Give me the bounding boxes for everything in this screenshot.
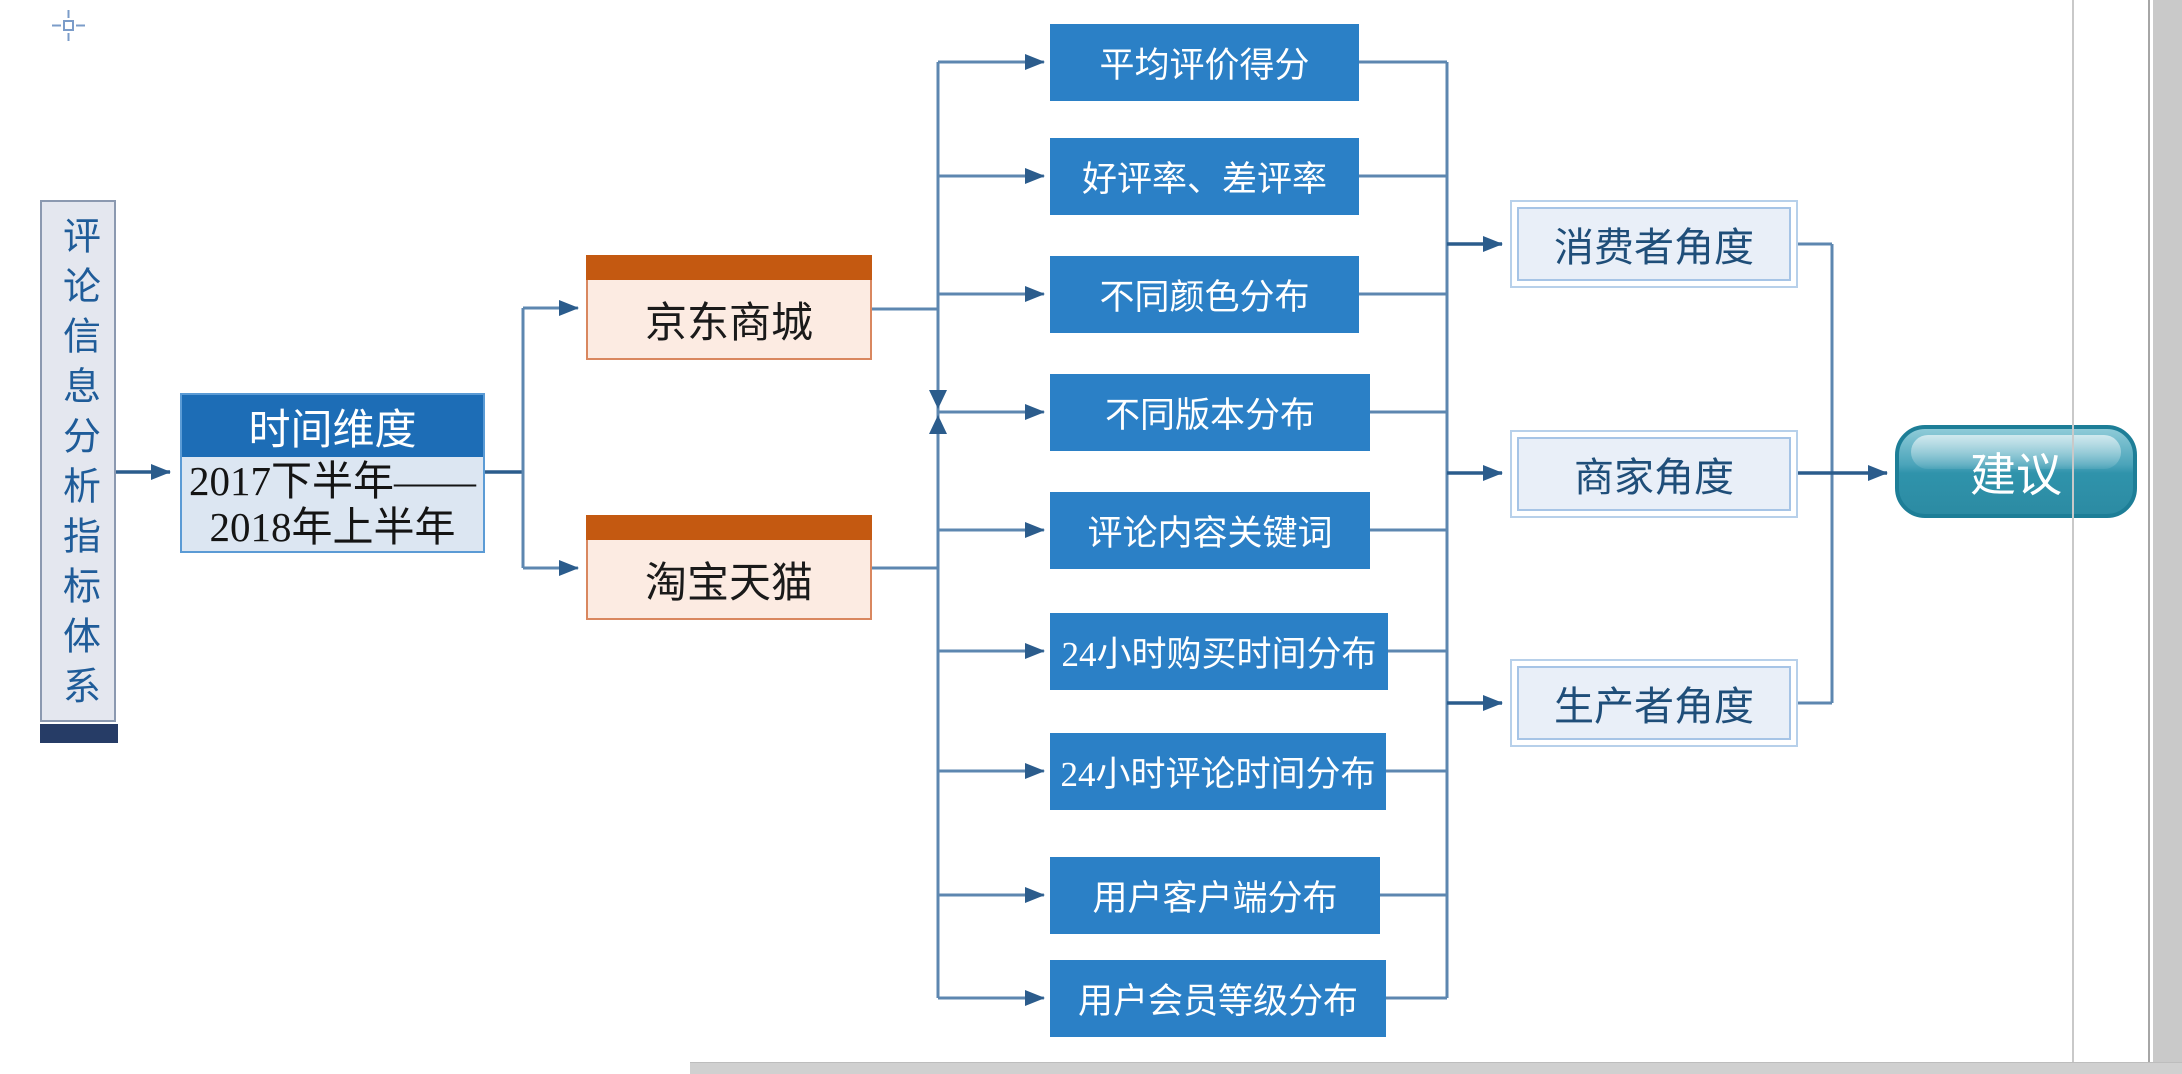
perspective-node-consumer[interactable]: 消费者角度	[1510, 200, 1798, 288]
metric-node-comment-time[interactable]: 24小时评论时间分布	[1050, 733, 1386, 810]
platform-accent-bar	[586, 515, 872, 540]
root-node[interactable]: 评论信息分析指标体系	[40, 200, 116, 722]
platform-node-taobao[interactable]: 淘宝天猫	[586, 515, 872, 620]
distributor-merge-arrow-down	[929, 390, 947, 409]
metric-node-content-keywords[interactable]: 评论内容关键词	[1050, 492, 1370, 569]
metric-label: 用户会员等级分布	[1077, 982, 1358, 1021]
platform-label: 淘宝天猫	[644, 560, 813, 607]
page-margin-guide	[2072, 0, 2074, 1074]
time-dimension-node[interactable]: 时间维度 2017下半年—— 2018年上半年	[180, 393, 485, 553]
bottom-scroll-strip[interactable]	[690, 1062, 2182, 1074]
suggestion-node[interactable]: 建议	[1895, 425, 2137, 518]
time-dimension-range: 2017下半年—— 2018年上半年	[182, 457, 483, 553]
app-background-strip	[2153, 0, 2182, 1074]
metric-label: 评论内容关键词	[1087, 514, 1333, 553]
perspective-node-producer[interactable]: 生产者角度	[1510, 659, 1798, 747]
metric-label: 不同版本分布	[1104, 396, 1315, 435]
time-range-line2: 2018年上半年	[209, 503, 456, 550]
metric-label: 好评率、差评率	[1081, 160, 1327, 199]
perspective-node-merchant[interactable]: 商家角度	[1510, 430, 1798, 518]
metric-label: 24小时购买时间分布	[1061, 635, 1377, 674]
distributor-merge-arrow-up	[929, 415, 947, 434]
root-node-footer-bar	[40, 724, 118, 743]
metric-node-client-distribution[interactable]: 用户客户端分布	[1050, 857, 1380, 934]
perspective-label: 生产者角度	[1554, 684, 1754, 729]
metric-node-member-level[interactable]: 用户会员等级分布	[1050, 960, 1386, 1037]
time-range-line1: 2017下半年——	[189, 458, 476, 504]
root-node-label: 评论信息分析指标体系	[56, 216, 99, 716]
metric-label: 用户客户端分布	[1092, 879, 1338, 918]
metric-label: 平均评价得分	[1099, 46, 1310, 85]
platform-label: 京东商城	[644, 300, 813, 347]
metric-node-purchase-time[interactable]: 24小时购买时间分布	[1050, 613, 1388, 690]
metric-node-version-distribution[interactable]: 不同版本分布	[1050, 374, 1370, 451]
metric-label: 不同颜色分布	[1099, 278, 1310, 317]
metric-node-avg-rating[interactable]: 平均评价得分	[1050, 24, 1359, 101]
canvas-anchor-icon	[52, 10, 85, 41]
platform-node-jd[interactable]: 京东商城	[586, 255, 872, 360]
metric-label: 24小时评论时间分布	[1060, 755, 1376, 794]
metric-node-good-bad-rate[interactable]: 好评率、差评率	[1050, 138, 1359, 215]
perspective-label: 商家角度	[1574, 455, 1734, 500]
suggestion-label: 建议	[1970, 449, 2062, 501]
page-right-edge	[2148, 0, 2150, 1074]
metric-node-color-distribution[interactable]: 不同颜色分布	[1050, 256, 1359, 333]
perspective-label: 消费者角度	[1554, 225, 1754, 270]
time-dimension-header: 时间维度	[182, 395, 483, 457]
platform-accent-bar	[586, 255, 872, 280]
